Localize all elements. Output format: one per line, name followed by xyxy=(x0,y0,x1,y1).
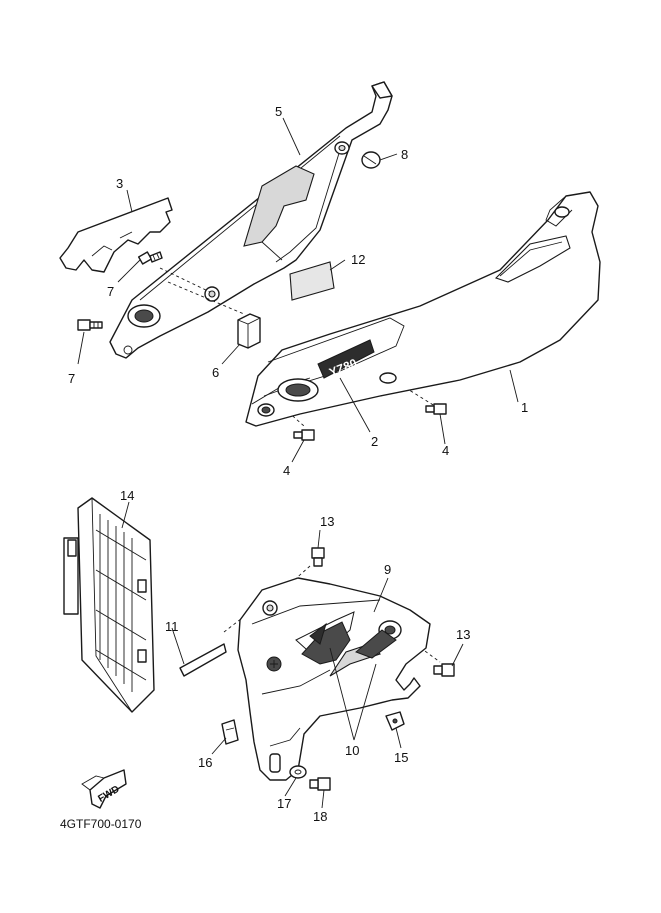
part-3-side-cover xyxy=(59,197,173,273)
leader-lines xyxy=(77,117,519,809)
part-15-washer xyxy=(289,765,307,779)
callout-8: 8 xyxy=(401,147,408,162)
part-11-strip xyxy=(179,643,227,677)
callout-2: 2 xyxy=(371,434,378,449)
callout-7-lower: 7 xyxy=(68,371,75,386)
callout-17: 15 xyxy=(394,750,408,765)
bolt-7-lower xyxy=(77,319,103,331)
bolt-7-upper xyxy=(137,251,163,265)
callout-6: 6 xyxy=(212,365,219,380)
part-8-grommet xyxy=(361,151,381,169)
part-10-decal xyxy=(295,611,397,665)
part-6-damper xyxy=(237,313,261,349)
callout-10: 10 xyxy=(345,743,359,758)
callout-15: 17 xyxy=(277,796,291,811)
diagram-code: 4GTF700-0170 xyxy=(60,817,142,831)
part-9-radiator-shroud xyxy=(237,577,431,781)
bolt-4-right xyxy=(425,403,447,415)
part-5-frame-cover xyxy=(109,81,393,359)
callout-9: 9 xyxy=(384,562,391,577)
bolt-13-right xyxy=(433,663,455,677)
bolt-13-upper xyxy=(311,547,325,567)
callout-7-upper: 7 xyxy=(107,284,114,299)
callout-12: 12 xyxy=(351,252,365,267)
callout-13-right: 13 xyxy=(456,627,470,642)
callout-3: 3 xyxy=(116,176,123,191)
callout-18: 16 xyxy=(198,755,212,770)
radiator-louvers xyxy=(95,514,147,692)
callout-5: 5 xyxy=(275,104,282,119)
part-12-label-sheet xyxy=(289,261,335,301)
bolt-4-left xyxy=(293,429,315,441)
callout-11: 11 xyxy=(165,619,179,634)
callout-1: 1 xyxy=(521,400,528,415)
part-17-nut-clip xyxy=(385,711,405,731)
callout-labels: 3 5 8 12 7 7 6 1 2 4 4 14 13 9 11 13 10 … xyxy=(68,104,528,824)
callout-13-upper: 13 xyxy=(320,514,334,529)
callout-14: 18 xyxy=(313,809,327,824)
part-14-bolt xyxy=(309,777,331,791)
part-16-radiator-guard xyxy=(63,497,155,713)
callout-16: 14 xyxy=(120,488,134,503)
callout-4-right: 4 xyxy=(442,443,449,458)
callout-4-left: 4 xyxy=(283,463,290,478)
fwd-arrow-icon: FWD xyxy=(81,769,127,809)
